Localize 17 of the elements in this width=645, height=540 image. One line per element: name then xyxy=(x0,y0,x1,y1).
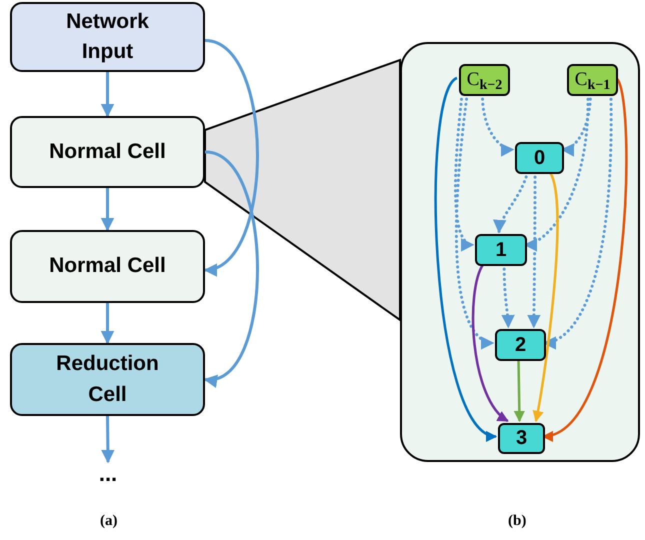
arrow xyxy=(514,358,525,422)
cell-box: Normal Cell xyxy=(10,116,205,188)
arrow xyxy=(101,416,115,464)
arrow xyxy=(100,72,114,118)
cell-box: Normal Cell xyxy=(10,230,205,303)
arrow xyxy=(100,303,114,344)
operation-node-box: 3 xyxy=(498,423,545,454)
ellipsis-text: ... xyxy=(88,462,128,486)
arrow xyxy=(532,172,559,422)
cell-box: Reduction Cell xyxy=(10,343,205,416)
operation-node-box: 0 xyxy=(515,142,564,174)
input-node-box: C$_{k−1}$ xyxy=(567,64,618,96)
panel-caption: (a) xyxy=(100,512,118,531)
operation-node-box: 2 xyxy=(495,329,546,361)
panel-caption: (b) xyxy=(508,512,526,531)
arrow xyxy=(100,188,114,232)
input-box: Network Input xyxy=(10,2,205,72)
